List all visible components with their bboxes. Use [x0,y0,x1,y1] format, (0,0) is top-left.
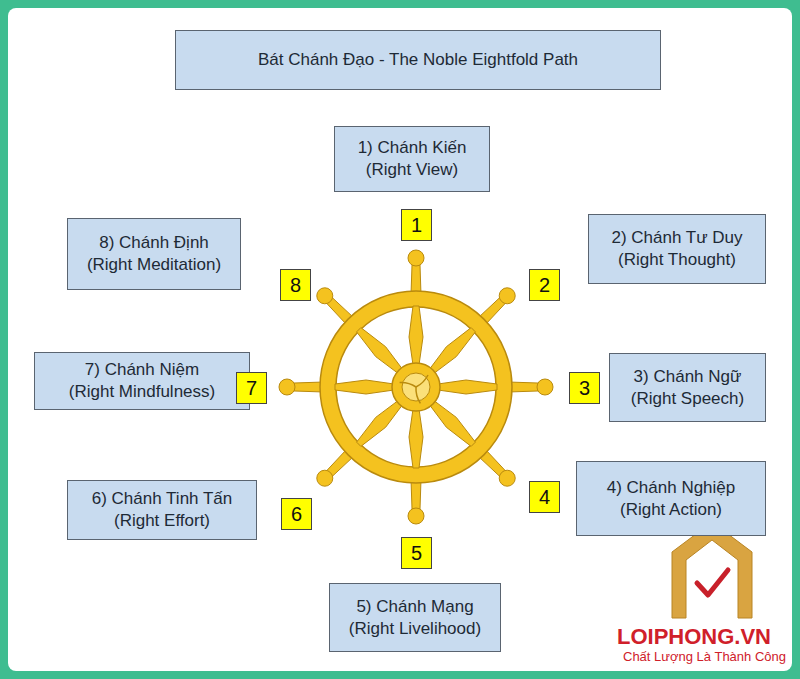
path-box: 8) Chánh Định(Right Meditation) [67,218,241,290]
callout-number: 5 [401,537,432,569]
path-translation: (Right Speech) [631,388,744,410]
callout-number: 1 [401,209,432,241]
wheel-hub [392,363,440,411]
brand-name: LOIPHONG.VN [617,624,771,650]
path-translation: (Right Meditation) [87,254,221,276]
title-text: Bát Chánh Đạo - The Noble Eightfold Path [258,49,578,71]
path-box: 7) Chánh Niệm(Right Mindfulness) [34,352,250,410]
callout-number: 7 [236,372,267,404]
wheel-spoke [429,328,475,374]
path-name: 6) Chánh Tinh Tấn [92,488,233,510]
wheel-rim [320,291,512,483]
wheel-rim-inner [336,307,496,467]
handle-knob [408,508,424,524]
callout-number: 4 [529,481,560,513]
path-name: 8) Chánh Định [99,232,209,254]
path-box: 3) Chánh Ngữ(Right Speech) [609,353,766,422]
path-translation: (Right Mindfulness) [69,381,215,403]
path-name: 3) Chánh Ngữ [634,366,742,388]
path-translation: (Right Thought) [618,249,736,271]
dharma-wheel [279,250,553,524]
title-box: Bát Chánh Đạo - The Noble Eightfold Path [175,30,661,90]
path-translation: (Right View) [366,159,458,181]
handle-knob [499,288,515,304]
wheel-spoke [409,409,423,468]
path-box: 4) Chánh Nghiệp(Right Action) [576,461,766,536]
hub-swirl [410,387,426,403]
wheel-spoke [335,380,394,394]
handle-knob [408,250,424,266]
path-translation: (Right Livelihood) [349,618,481,640]
callout-number: 8 [280,269,311,301]
handle-knob [499,470,515,486]
hub-swirl [416,375,428,387]
path-name: 5) Chánh Mạng [356,596,473,618]
wheel-spoke [357,400,403,446]
handle-knob [537,379,553,395]
callout-number: 3 [569,372,600,404]
path-name: 4) Chánh Nghiệp [607,477,736,499]
hub-swirl [400,377,416,393]
handle-knob [317,470,333,486]
path-name: 7) Chánh Niệm [85,359,199,381]
house-logo [672,522,752,618]
path-translation: (Right Action) [620,499,722,521]
path-box: 1) Chánh Kiến(Right View) [334,126,490,192]
wheel-spoke [357,328,403,374]
callout-number: 2 [529,269,560,301]
wheel-spoke [409,306,423,365]
handle-knob [279,379,295,395]
callout-number: 6 [281,498,312,530]
path-box: 6) Chánh Tinh Tấn(Right Effort) [67,480,257,540]
path-name: 2) Chánh Tư Duy [611,227,742,249]
brand-tagline: Chất Lượng Là Thành Công [623,649,786,664]
path-box: 2) Chánh Tư Duy(Right Thought) [588,214,766,284]
path-name: 1) Chánh Kiến [358,137,467,159]
handle-knob [317,288,333,304]
wheel-spoke [438,380,497,394]
path-translation: (Right Effort) [114,510,210,532]
wheel-spoke [429,400,475,446]
path-box: 5) Chánh Mạng(Right Livelihood) [329,583,501,652]
